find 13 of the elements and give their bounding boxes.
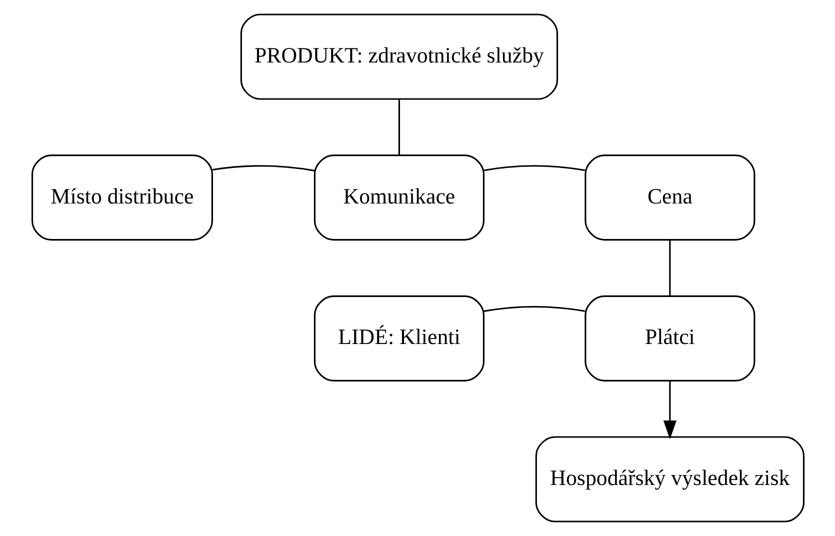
node-box: Cena	[584, 154, 755, 241]
node-box: LIDÉ: Klienti	[313, 295, 484, 382]
arrow	[662, 381, 676, 440]
node-box: Plátci	[584, 295, 755, 382]
connector	[398, 100, 400, 156]
node-box: PRODUKT: zdravotnické služby	[240, 14, 558, 100]
node-box: Komunikace	[313, 154, 484, 241]
node-box: Hospodářský výsledek zisk	[534, 436, 804, 522]
connector	[483, 165, 584, 172]
connector	[212, 165, 314, 172]
node-box: Místo distribuce	[30, 154, 212, 241]
connector	[668, 240, 670, 296]
connector	[483, 306, 584, 312]
